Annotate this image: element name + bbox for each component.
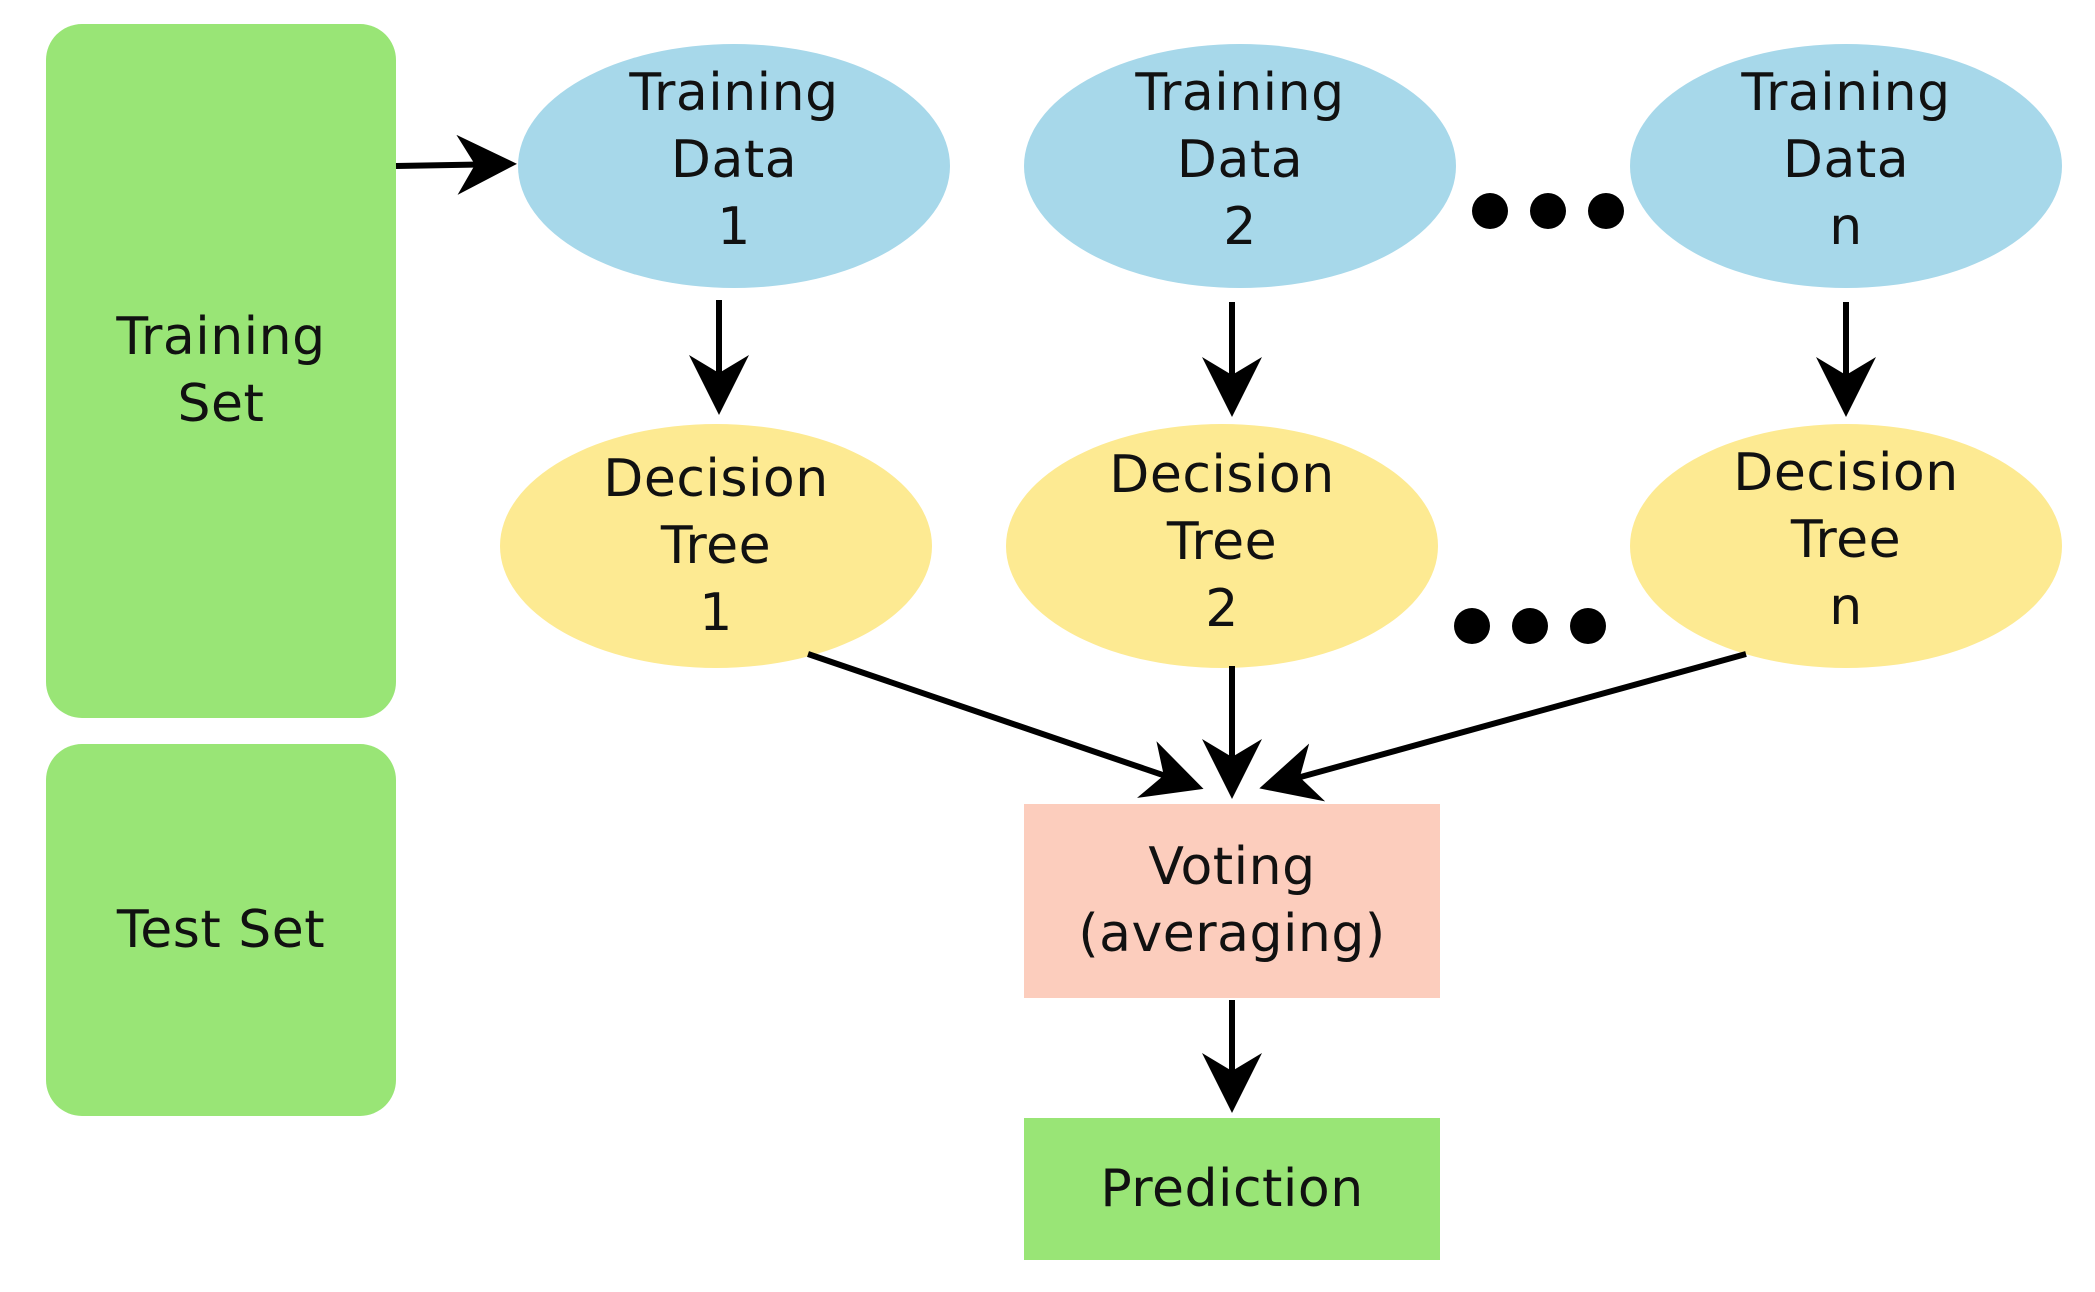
voting-label-line2: (averaging) — [1078, 904, 1386, 964]
training-data-2-label: Training Data 2 — [1135, 60, 1344, 261]
decision-tree-2-line3: 2 — [1205, 578, 1239, 639]
training-data-n-line3: n — [1829, 196, 1863, 257]
training-data-n-line2: Data — [1782, 129, 1910, 190]
training-data-ellipsis-dots — [1472, 191, 1624, 231]
training-set-label: Training Set — [116, 304, 325, 438]
arrow-tree-1-to-voting — [807, 651, 1204, 798]
ellipsis-dot — [1530, 193, 1566, 229]
training-data-1: Training Data 1 — [518, 44, 950, 288]
decision-tree-n: Decision Tree n — [1630, 424, 2062, 668]
voting-box: Voting (averaging) — [1024, 804, 1440, 998]
test-set-box: Test Set — [46, 744, 396, 1116]
decision-tree-1-label: Decision Tree 1 — [603, 446, 828, 647]
training-set-label-line2: Set — [177, 374, 265, 434]
ellipsis-dot — [1472, 193, 1508, 229]
decision-tree-1-line1: Decision — [603, 448, 829, 509]
training-data-1-label: Training Data 1 — [629, 60, 838, 261]
training-data-2-line1: Training — [1135, 62, 1345, 123]
training-data-1-line3: 1 — [717, 196, 751, 257]
decision-tree-2-line2: Tree — [1166, 511, 1278, 572]
decision-tree-n-line3: n — [1829, 576, 1863, 637]
training-data-n: Training Data n — [1630, 44, 2062, 288]
training-data-n-label: Training Data n — [1741, 60, 1950, 261]
ellipsis-dot — [1570, 608, 1606, 644]
decision-tree-n-line2: Tree — [1790, 509, 1902, 570]
training-data-2: Training Data 2 — [1024, 44, 1456, 288]
training-set-box: Training Set — [46, 24, 396, 718]
voting-label: Voting (averaging) — [1078, 834, 1385, 968]
training-data-1-line2: Data — [670, 129, 798, 190]
ellipsis-dot — [1512, 608, 1548, 644]
decision-tree-1: Decision Tree 1 — [500, 424, 932, 668]
training-data-2-line2: Data — [1176, 129, 1304, 190]
decision-tree-2-line1: Decision — [1109, 444, 1335, 505]
training-data-2-line3: 2 — [1223, 196, 1257, 257]
decision-tree-1-line3: 1 — [699, 582, 733, 643]
training-data-n-line1: Training — [1741, 62, 1951, 123]
decision-tree-2-label: Decision Tree 2 — [1109, 442, 1334, 643]
arrow-tree-n-to-voting — [1259, 651, 1747, 802]
test-set-label: Test Set — [116, 899, 326, 960]
ellipsis-dot — [1454, 608, 1490, 644]
arrow-training-set-to-data-1 — [395, 134, 517, 195]
decision-tree-ellipsis-dots — [1454, 606, 1606, 646]
decision-tree-n-line1: Decision — [1733, 442, 1959, 503]
voting-label-line1: Voting — [1148, 837, 1316, 897]
decision-tree-1-line2: Tree — [660, 515, 772, 576]
ellipsis-dot — [1588, 193, 1624, 229]
decision-tree-n-label: Decision Tree n — [1733, 440, 1958, 641]
training-set-label-line1: Training — [116, 307, 326, 367]
training-data-1-line1: Training — [629, 62, 839, 123]
decision-tree-2: Decision Tree 2 — [1006, 424, 1438, 668]
prediction-label: Prediction — [1100, 1158, 1364, 1219]
prediction-box: Prediction — [1024, 1118, 1440, 1260]
